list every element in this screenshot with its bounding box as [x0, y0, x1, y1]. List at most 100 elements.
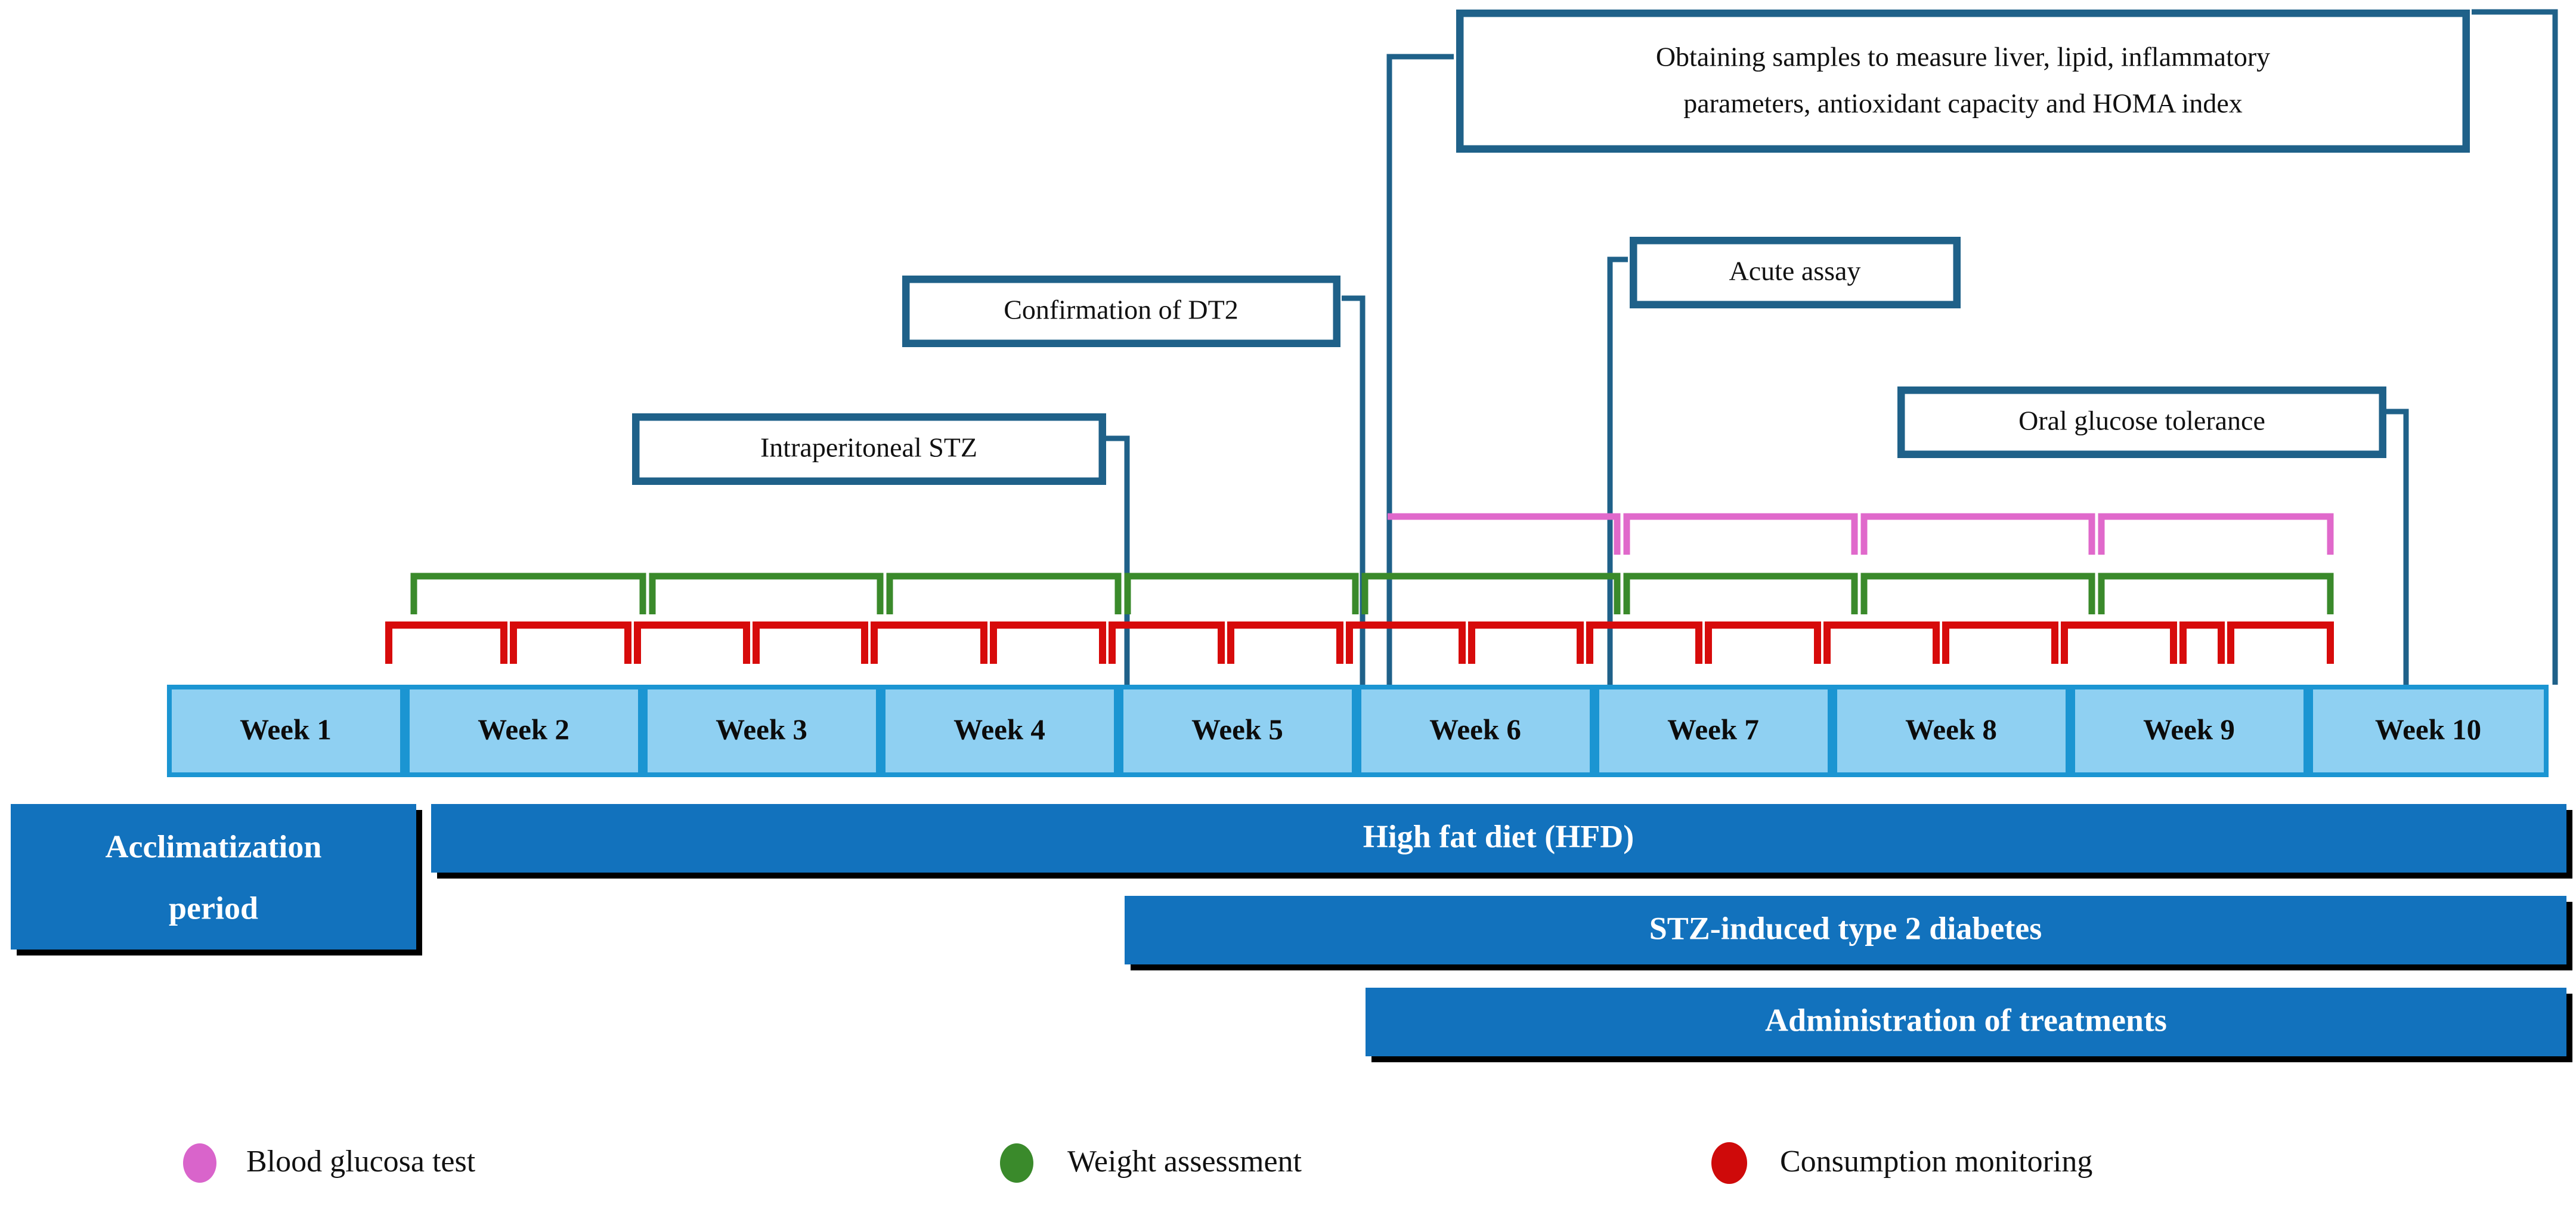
week-cell-8-label: Week 8 [1905, 713, 1997, 746]
callout-oral-glucose-tolerance[interactable]: Oral glucose tolerance [1897, 386, 2386, 458]
week-cell-2[interactable]: Week 2 [410, 689, 638, 772]
legend: Blood glucosa test Weight assessment Con… [183, 1142, 2092, 1184]
callout-intraperitoneal-stz-label: Intraperitoneal STZ [760, 432, 977, 463]
week-row: Week 1 Week 2 Week 3 Week 4 Week 5 [167, 685, 2549, 777]
callout-sampling-box [1460, 14, 2466, 149]
bracket-row-weight [410, 573, 2334, 614]
week-cell-9-label: Week 9 [2143, 713, 2235, 746]
legend-item-weight-assessment[interactable]: Weight assessment [1000, 1143, 1302, 1183]
bracket-red-4 [753, 621, 868, 664]
weight-assessment-dot-icon [1000, 1143, 1033, 1183]
week-cell-9[interactable]: Week 9 [2075, 689, 2303, 772]
bracket-red-3 [634, 621, 750, 664]
phase-bar-high-fat-diet-label: High fat diet (HFD) [1363, 818, 1634, 854]
bracket-red-1 [385, 621, 507, 664]
phase-bar-stz-induced-diabetes-label: STZ-induced type 2 diabetes [1649, 910, 2042, 946]
legend-item-weight-assessment-label: Weight assessment [1067, 1145, 1302, 1179]
callout-confirmation-dt2[interactable]: Confirmation of DT2 [902, 276, 1340, 347]
bracket-green-7 [1860, 573, 2095, 614]
week-cell-8[interactable]: Week 8 [1837, 689, 2066, 772]
week-cell-6-fill [1361, 689, 1590, 772]
week-cell-8-fill [1837, 689, 2066, 772]
bracket-red-7 [1109, 621, 1225, 664]
bracket-green-1 [410, 573, 646, 614]
connector-oral-glucose-tolerance [2385, 409, 2409, 685]
callout-sampling-line-1: Obtaining samples to measure liver, lipi… [1656, 42, 2270, 72]
bracket-green-4 [1124, 573, 1359, 614]
week-cell-3-fill [648, 689, 876, 772]
callout-acute-assay-box [1634, 241, 1956, 304]
connector-acute-assay [1607, 256, 1628, 685]
week-cell-5-fill [1123, 689, 1352, 772]
legend-item-blood-glucosa-test-label: Blood glucosa test [246, 1145, 476, 1179]
bracket-red-12 [1705, 621, 1821, 664]
phase-bar-acclimatization[interactable]: Acclimatization period [11, 804, 422, 955]
bracket-red-5 [871, 621, 987, 664]
week-cell-10-fill [2313, 689, 2544, 772]
bracket-pink-1 [1388, 513, 1621, 555]
week-cell-5-label: Week 5 [1191, 713, 1283, 746]
bracket-red-9 [1346, 621, 1466, 664]
week-cell-6[interactable]: Week 6 [1361, 689, 1590, 772]
phase-bar-administration-of-treatments-label: Administration of treatments [1765, 1002, 2167, 1038]
bracket-green-8 [2098, 573, 2334, 614]
bracket-pink-3 [1860, 513, 2095, 555]
bracket-green-5 [1361, 573, 1621, 614]
bracket-green-3 [886, 573, 1122, 614]
week-cell-3[interactable]: Week 3 [648, 689, 876, 772]
bracket-green-2 [649, 573, 884, 614]
callout-intraperitoneal-stz[interactable]: Intraperitoneal STZ [632, 413, 1106, 485]
consumption-monitoring-dot-icon [1711, 1142, 1747, 1184]
bracket-red-6 [990, 621, 1106, 664]
bracket-red-11 [1586, 621, 1702, 664]
week-cell-10-label: Week 10 [2375, 713, 2481, 746]
week-cell-9-fill [2075, 689, 2303, 772]
week-cell-2-label: Week 2 [478, 713, 569, 746]
week-cell-1-fill [172, 689, 400, 772]
week-cell-5[interactable]: Week 5 [1123, 689, 1352, 772]
connector-confirmation-dt2 [1342, 295, 1366, 685]
week-cell-7[interactable]: Week 7 [1599, 689, 1828, 772]
connector-sampling-right [2472, 9, 2558, 685]
connector-lines [1106, 9, 2558, 685]
phase-bar-high-fat-diet[interactable]: High fat diet (HFD) [431, 804, 2572, 879]
bracket-red-16 [2179, 621, 2225, 664]
bracket-red-14 [1942, 621, 2058, 664]
bracket-green-6 [1623, 573, 1858, 614]
bracket-pink-4 [2098, 513, 2334, 555]
phase-bar-acclimatization-line-1: Acclimatization [106, 828, 322, 864]
callout-sampling-line-2: parameters, antioxidant capacity and HOM… [1683, 88, 2243, 119]
connector-sampling-left [1386, 54, 1454, 685]
phase-bar-acclimatization-fill [11, 804, 416, 950]
callout-acute-assay-label: Acute assay [1729, 256, 1861, 286]
callout-acute-assay[interactable]: Acute assay [1630, 237, 1961, 308]
week-cell-10[interactable]: Week 10 [2313, 689, 2544, 772]
callout-oral-glucose-tolerance-box [1902, 391, 2382, 454]
phase-bar-stz-induced-diabetes[interactable]: STZ-induced type 2 diabetes [1125, 896, 2572, 970]
phase-bar-acclimatization-line-2: period [169, 890, 258, 926]
bracket-row-consumption [385, 621, 2334, 664]
week-cell-7-fill [1599, 689, 1828, 772]
bracket-red-8 [1227, 621, 1343, 664]
callout-sampling[interactable]: Obtaining samples to measure liver, lipi… [1456, 10, 2470, 153]
callout-intraperitoneal-stz-box [636, 418, 1102, 481]
legend-item-consumption-monitoring-label: Consumption monitoring [1780, 1145, 2092, 1179]
callout-oral-glucose-tolerance-label: Oral glucose tolerance [2018, 406, 2265, 436]
week-cell-7-label: Week 7 [1667, 713, 1759, 746]
bracket-row-blood-glucosa [1388, 513, 2334, 555]
phase-bar-stz-induced-diabetes-fill [1125, 896, 2566, 964]
bracket-red-17 [2227, 621, 2334, 664]
week-cell-6-label: Week 6 [1429, 713, 1521, 746]
week-cells: Week 1 Week 2 Week 3 Week 4 Week 5 [172, 689, 2544, 772]
legend-item-consumption-monitoring[interactable]: Consumption monitoring [1711, 1142, 2092, 1184]
week-cell-4[interactable]: Week 4 [886, 689, 1114, 772]
week-cell-4-fill [886, 689, 1114, 772]
phase-bar-administration-of-treatments[interactable]: Administration of treatments [1366, 988, 2572, 1062]
week-cell-1[interactable]: Week 1 [172, 689, 400, 772]
bracket-pink-2 [1623, 513, 1858, 555]
bracket-red-2 [510, 621, 631, 664]
legend-item-blood-glucosa-test[interactable]: Blood glucosa test [183, 1143, 476, 1183]
bracket-red-13 [1823, 621, 1940, 664]
